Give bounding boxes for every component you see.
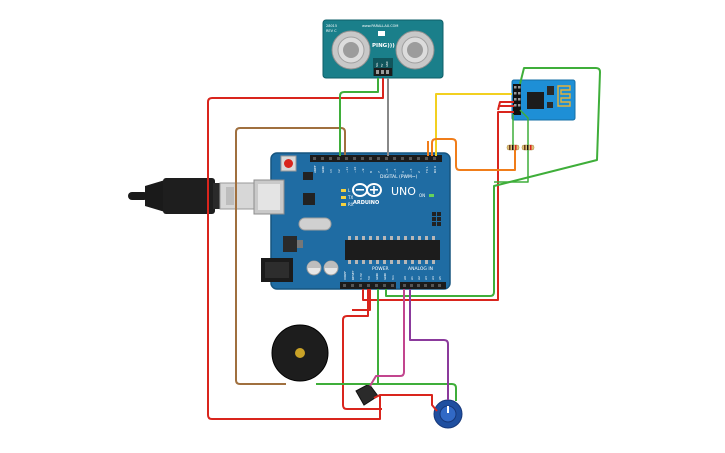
pin-label-tx1: TX 1 [425,166,429,174]
pin-label-10: ~10 [353,167,357,173]
piezo-buzzer [271,324,329,382]
ping-pin-sig: SIG [375,63,379,67]
temperature-sensor [355,383,379,406]
ping-revision: REV C [326,29,337,33]
pin-label-3v3: 3.3V [359,272,363,280]
resistor-2 [521,144,535,151]
wire-orange-esp [431,138,516,171]
pin-label-gnd: GND [321,165,325,173]
ping-ultrasonic-sensor: 28015 REV C www.PARALLAX.COM PING))) SIG… [322,19,444,79]
wire-resistor-leads [494,109,529,183]
wire-red-esp-vcc [362,111,514,301]
ping-url: www.PARALLAX.COM [362,24,398,28]
wire-red-esp-a [497,101,514,111]
pin-label-reset: RESET [351,270,355,280]
led-on-label: ON [419,193,425,198]
digital-header-label: DIGITAL (PWM~) [380,174,418,180]
wire-magenta-temp [369,289,405,387]
pin-label-13: 13 [329,169,333,173]
wire-green-esp-gnd [385,67,601,297]
pin-label-a3: A3 [424,276,428,280]
wire-red-temp [373,394,381,399]
pin-label-12: 12 [337,169,341,173]
pin-label-6: ~6 [385,168,389,173]
pin-label-gnd-b: GND [383,272,387,280]
wire-red-5v [207,78,438,420]
pin-label-9: ~9 [361,168,365,173]
pin-label-a0: A0 [403,276,407,280]
wire-brown-buzzer [235,127,346,385]
pin-label-a1: A1 [410,276,414,280]
pin-label-5: ~5 [393,168,397,173]
ping-transducer-left [331,30,371,70]
pin-label-ioref: IOREF [343,271,347,280]
wire-yellow-esp [435,93,512,156]
wire-red-5v-down [342,289,382,410]
ping-pin-5v: 5V [380,63,384,67]
analog-header-label: ANALOG IN [408,266,433,272]
led-rx-label: RX [348,202,354,207]
wire-green-pot-gnd [378,383,457,401]
pin-label-7: 7 [377,171,381,173]
pin-label-3: ~3 [409,168,413,173]
pin-label-2: 2 [417,171,421,173]
chip-pins [348,236,435,264]
ping-model-label: PING))) [372,43,395,49]
pin-label-4: 4 [401,171,405,173]
led-l-label: L [348,188,351,193]
board-brand: ARDUINO [353,200,379,206]
pin-label-rx0: RX 0 [433,166,437,173]
led-tx-label: TX [347,195,353,200]
pin-label-vin: Vin [391,275,395,280]
ping-part-code: 28015 [326,24,337,28]
pin-label-a4: A4 [431,276,435,280]
ping-transducer-right [395,30,435,70]
reset-button[interactable] [284,159,293,168]
board-model: UNO [391,185,416,198]
esp8266-wifi-module [511,79,576,121]
power-header-label: POWER [372,266,389,272]
arduino-uno-board: L TX RX ON ARDUINO UNO AREF [253,152,451,290]
pin-label-8: 8 [369,171,373,173]
atmega-chip [345,240,440,260]
pin-label-11: ~11 [345,167,349,173]
pin-label-a5: A5 [438,276,442,280]
pin-label-gnd-a: GND [375,272,379,280]
wires [207,67,601,420]
resistor-1 [506,144,520,151]
pin-label-a2: A2 [417,276,421,280]
wire-green-ping-gnd [339,78,379,156]
wire-purple-pot [409,289,449,400]
arduino-logo [352,183,382,197]
digital-header [310,155,442,162]
analog-header [400,282,446,289]
ping-pin-gnd: GND [385,61,389,67]
wire-red-5v-b [352,289,371,311]
pin-label-5v: 5V [367,275,371,280]
potentiometer[interactable] [433,399,463,429]
pin-label-aref: AREF [313,165,317,173]
usb-cable [128,178,255,214]
